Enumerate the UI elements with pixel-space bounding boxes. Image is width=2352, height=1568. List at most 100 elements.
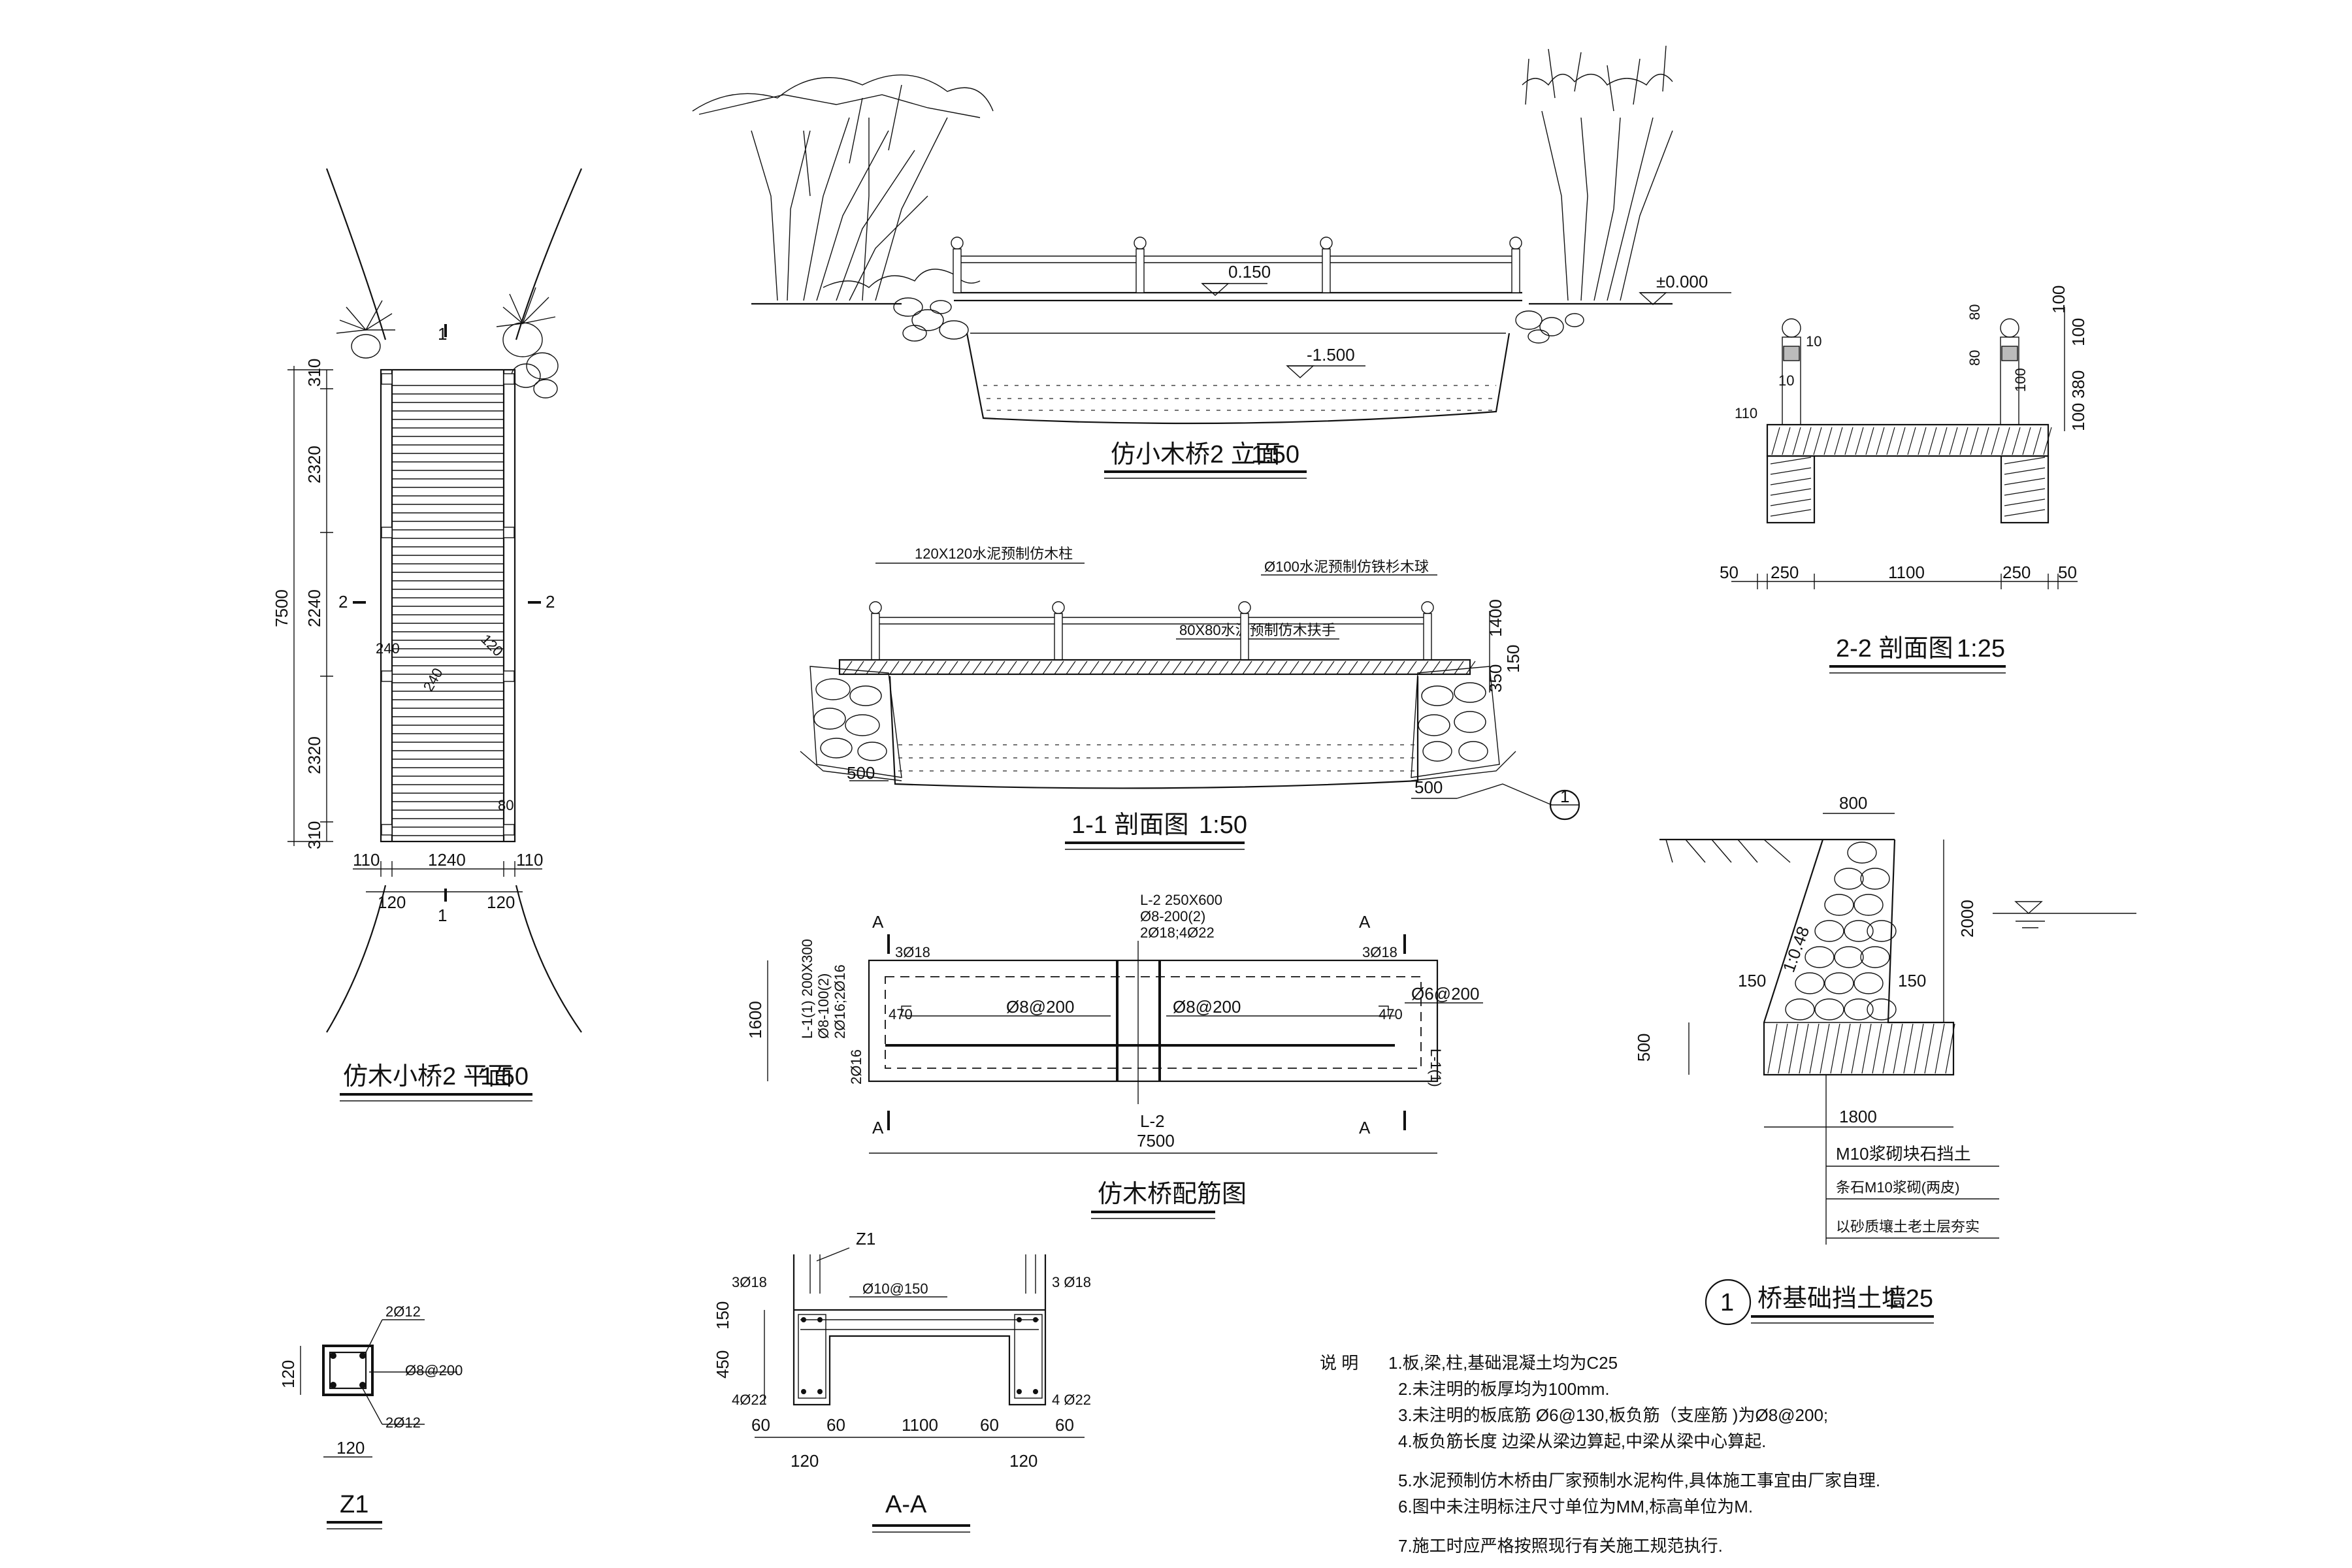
section11-scale: 1:50 — [1199, 811, 1247, 839]
beam-bars: 2Ø18;4Ø22 — [1140, 924, 1215, 941]
z1-outline — [322, 1345, 374, 1396]
notes-heading: 说 明 — [1320, 1353, 1358, 1373]
bank-line — [326, 885, 387, 1033]
wall-stones — [1785, 841, 1897, 1021]
z1-title: Z1 — [340, 1491, 368, 1518]
dim-100: 100 — [2012, 368, 2029, 392]
dim-500-right: 500 — [1414, 777, 1443, 797]
cut-a: A — [872, 912, 884, 932]
z1-column: 2Ø12 Ø8@200 2Ø12 120 120 Z1 — [278, 1303, 463, 1529]
deck-slab — [838, 659, 1471, 676]
level-deck: 0.150 — [1228, 262, 1271, 282]
dim-bottom: 50 — [2058, 563, 2077, 582]
right-beam: L-1(1) — [1428, 1049, 1444, 1087]
aa-title: A-A — [885, 1491, 927, 1518]
wall-base-hatch — [1767, 1023, 1955, 1074]
aa-dim-lower: 120 — [791, 1451, 819, 1471]
note-item: 4.板负筋长度 边梁从梁边算起,中梁从梁中心算起. — [1398, 1431, 1766, 1451]
wall-dim-top: 800 — [1839, 793, 1867, 813]
aa-right-bottom: 4 Ø22 — [1052, 1392, 1091, 1408]
dim-width-part: 110 — [353, 850, 380, 870]
dim-seg: 2320 — [304, 736, 324, 774]
section-mark-2-left: 2 — [338, 592, 348, 612]
general-notes: 说 明 1.板,梁,柱,基础混凝土均为C25 2.未注明的板厚均为100mm. … — [1320, 1353, 1880, 1556]
beam-bottom: L-2 — [1140, 1111, 1165, 1131]
wall-marker-circle — [1705, 1279, 1752, 1326]
left-top-bar: 3Ø18 — [895, 944, 930, 960]
section-mark-1-top: 1 — [438, 324, 447, 344]
level-ground: ±0.000 — [1656, 272, 1708, 291]
plant-rock-symbol — [336, 287, 559, 399]
dim-post-offset: 120 — [378, 892, 406, 912]
label-240: 240 — [376, 640, 400, 657]
ball-label: Ø100水泥预制仿铁杉木球 — [1264, 559, 1429, 575]
cut-a: A — [872, 1118, 884, 1137]
dim-length-total: 7500 — [272, 589, 291, 627]
dim-1400: 1400 — [1486, 599, 1505, 637]
wall-title: 桥基础挡土墙 — [1757, 1285, 1906, 1313]
aa-dim-bottom: 60 — [826, 1415, 845, 1435]
wall-legend-table — [1825, 1075, 1999, 1245]
dim-post-offset: 120 — [487, 892, 515, 912]
aa-dim-bottom: 1100 — [902, 1415, 938, 1435]
post-symbol — [503, 527, 515, 538]
post-label: 120X120水泥预制仿木柱 — [915, 546, 1073, 562]
cut-a: A — [1359, 1118, 1371, 1137]
mesh-left: Ø8@200 — [1006, 997, 1074, 1017]
section-a-a: Z1 Ø10@150 3Ø18 3 Ø18 4Ø22 4 Ø22 150 450… — [713, 1229, 1091, 1533]
dim-470-right: 470 — [1379, 1006, 1403, 1022]
wall-marker: 1 — [1720, 1289, 1734, 1316]
label-240b: 240 — [420, 665, 446, 694]
z1-size-h: 120 — [336, 1438, 365, 1458]
dim-bottom: 50 — [1720, 563, 1739, 582]
beam-stirrup: Ø8-200(2) — [1140, 908, 1205, 924]
wall-legend-item: 条石M10浆砌(两皮) — [1836, 1179, 1959, 1196]
posts-22 — [1782, 318, 2019, 425]
rail-label: 80X80水泥预制仿木扶手 — [1179, 622, 1336, 638]
dim-80a: 80 — [1967, 304, 1983, 320]
note-item: 7.施工时应严格按照现行有关施工规范执行. — [1398, 1536, 1723, 1556]
right-top-bar: 3Ø18 — [1362, 944, 1397, 960]
dim-right: 100 — [2068, 403, 2088, 431]
mesh-right: Ø8@200 — [1173, 997, 1241, 1017]
level-water: -1.500 — [1307, 345, 1355, 365]
note-item: 5.水泥预制仿木桥由厂家预制水泥构件,具体施工事宜由厂家自理. — [1398, 1471, 1880, 1490]
section-mark-2-right: 2 — [546, 592, 555, 612]
post-symbol — [381, 527, 393, 538]
elevation-posts — [951, 237, 1522, 293]
dist-bar: Ø6@200 — [1411, 984, 1479, 1004]
bottom-bar: 2Ø16 — [848, 1049, 864, 1085]
section22-hatch — [1770, 427, 2052, 517]
aa-dim-bottom: 60 — [1055, 1415, 1074, 1435]
dim-seg: 2240 — [304, 589, 324, 627]
wall-dim-150-left: 150 — [1738, 971, 1766, 990]
section22-scale: 1:25 — [1957, 635, 2005, 662]
aa-dim-lower: 120 — [1009, 1451, 1037, 1471]
rebar-slab-outline — [868, 959, 1439, 1083]
rebar-beam-outline — [885, 976, 1422, 1069]
wall-dim-height: 2000 — [1957, 900, 1977, 938]
bridge-deck — [380, 368, 516, 843]
section-1-1: 120X120水泥预制仿木柱 Ø100水泥预制仿铁杉木球 80X80水泥预制仿木… — [800, 546, 1580, 850]
tree-left — [692, 74, 994, 301]
cut-a: A — [1359, 912, 1371, 932]
dim-length: 7500 — [1137, 1131, 1175, 1151]
elevation-scale: 1:50 — [1251, 441, 1299, 468]
post-symbol — [381, 373, 393, 385]
plan-title: 仿木小桥2 平面 — [343, 1063, 513, 1090]
wall-slope: 1:0.48 — [1778, 924, 1813, 975]
left-beam: L-1(1) 200X300 — [799, 939, 815, 1039]
dim-350: 350 — [1486, 664, 1505, 693]
slab-hatch — [842, 661, 1476, 675]
aa-dim-bottom: 60 — [751, 1415, 770, 1435]
wall-legend-item: M10浆砌块石挡土 — [1836, 1144, 1971, 1164]
deck-boards — [392, 385, 504, 836]
wall-dim-bottom: 1800 — [1839, 1107, 1877, 1126]
z1-bottom-bars: 2Ø12 — [385, 1414, 421, 1431]
dim-10b: 10 — [1778, 372, 1794, 389]
aa-left-bottom: 4Ø22 — [732, 1392, 767, 1408]
bank-line — [515, 885, 582, 1033]
label-120: 120 — [478, 631, 506, 660]
section-posts — [869, 601, 1434, 661]
